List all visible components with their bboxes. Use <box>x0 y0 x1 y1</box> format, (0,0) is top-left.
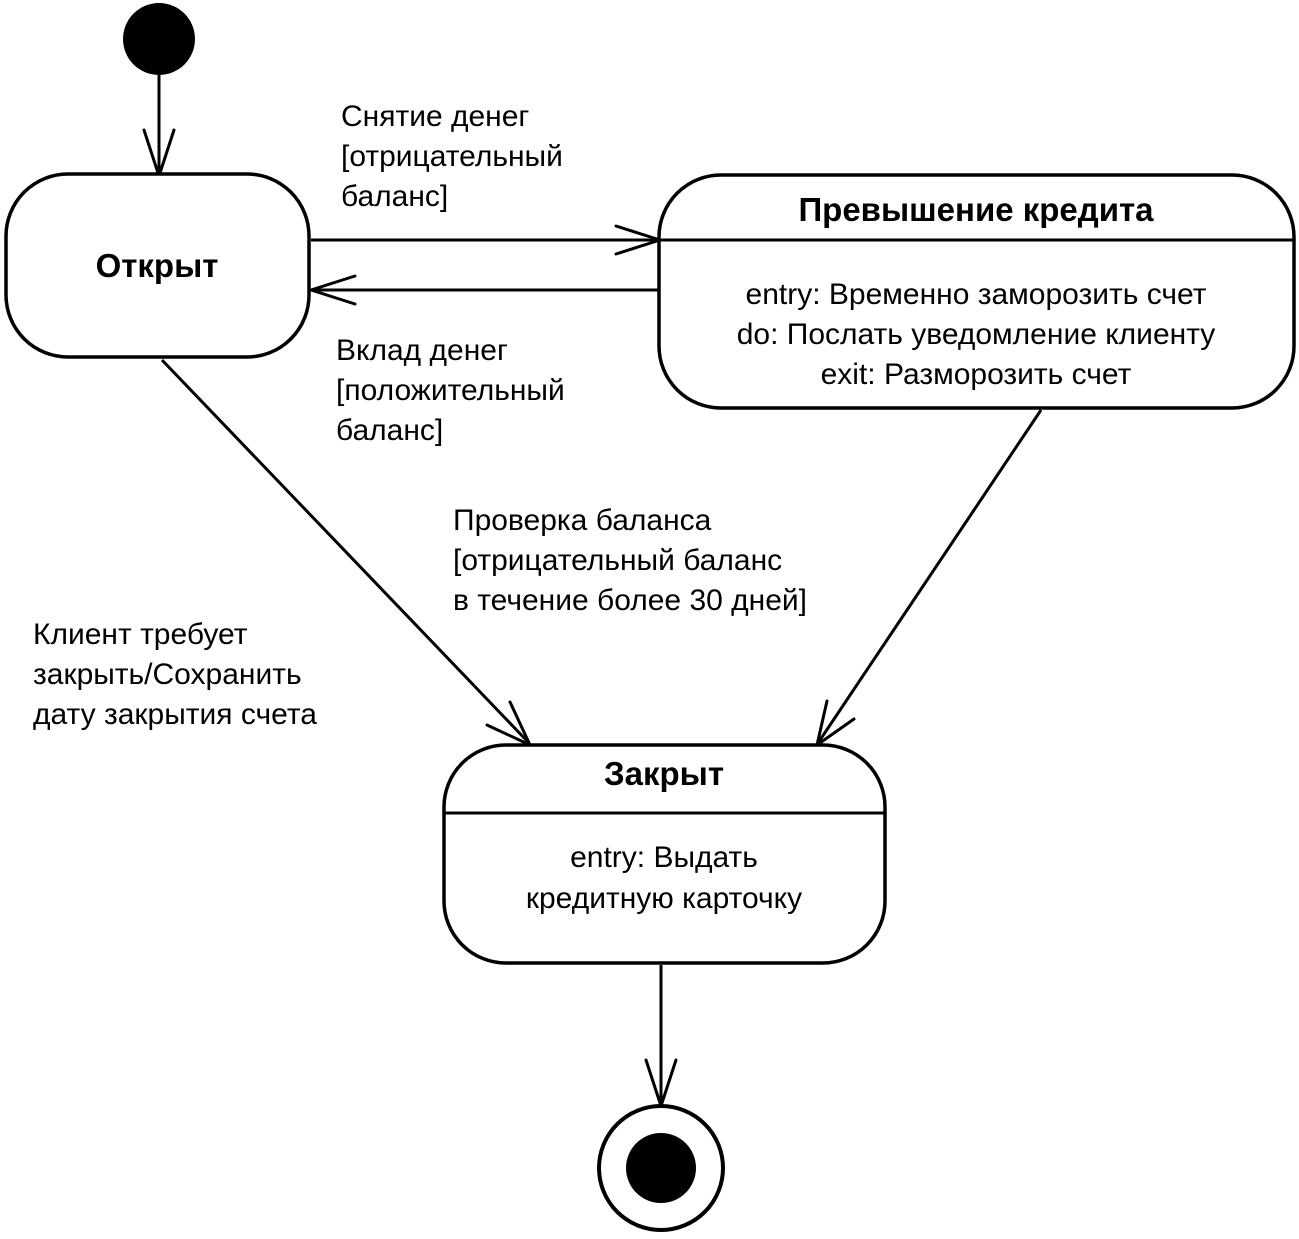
state-overdraft-exit: exit: Разморозить счет <box>821 358 1132 391</box>
label-balance-check-line-2: [отрицательный баланс <box>453 544 782 577</box>
initial-state-node <box>123 3 195 75</box>
state-closed: Закрыт entry: Выдать кредитную карточку <box>442 743 887 965</box>
label-withdrawal-line-2: [отрицательный <box>341 140 563 173</box>
state-overdraft-name: Превышение кредита <box>798 191 1154 228</box>
state-open: Открыт <box>4 172 311 359</box>
state-closed-entry: entry: Выдать <box>570 841 758 874</box>
label-balance-check: Проверка баланса [отрицательный баланс в… <box>453 504 807 617</box>
label-deposit-line-3: баланс] <box>336 414 443 447</box>
label-deposit-line-2: [положительный <box>336 374 565 407</box>
label-client-close-line-3: дату закрытия счета <box>33 698 317 731</box>
transition-withdrawal <box>311 224 662 256</box>
final-state-node <box>597 1104 725 1232</box>
label-balance-check-line-3: в течение более 30 дней] <box>453 584 807 617</box>
transition-deposit <box>309 274 658 306</box>
label-client-close: Клиент требует закрыть/Сохранить дату за… <box>33 618 317 731</box>
state-overdraft-do: do: Послать уведомление клиенту <box>737 318 1216 351</box>
label-withdrawal: Снятие денег [отрицательный баланс] <box>341 100 563 213</box>
label-deposit: Вклад денег [положительный баланс] <box>336 334 565 447</box>
label-client-close-line-1: Клиент требует <box>33 618 248 651</box>
state-overdraft-entry: entry: Временно заморозить счет <box>746 278 1207 311</box>
state-closed-name: Закрыт <box>604 755 724 792</box>
label-balance-check-line-1: Проверка баланса <box>453 504 712 537</box>
label-client-close-line-2: закрыть/Сохранить <box>33 658 302 691</box>
label-withdrawal-line-1: Снятие денег <box>341 100 529 133</box>
transition-initial-to-open <box>142 75 176 178</box>
state-open-name: Открыт <box>96 247 219 284</box>
transition-balance-check <box>815 409 1043 747</box>
arrowhead-icon <box>309 274 357 306</box>
state-closed-entry-cont: кредитную карточку <box>526 882 802 915</box>
transition-closed-to-final <box>644 965 678 1108</box>
label-deposit-line-1: Вклад денег <box>336 334 508 367</box>
label-withdrawal-line-3: баланс] <box>341 180 448 213</box>
state-overdraft: Превышение кредита entry: Временно замор… <box>657 173 1296 410</box>
